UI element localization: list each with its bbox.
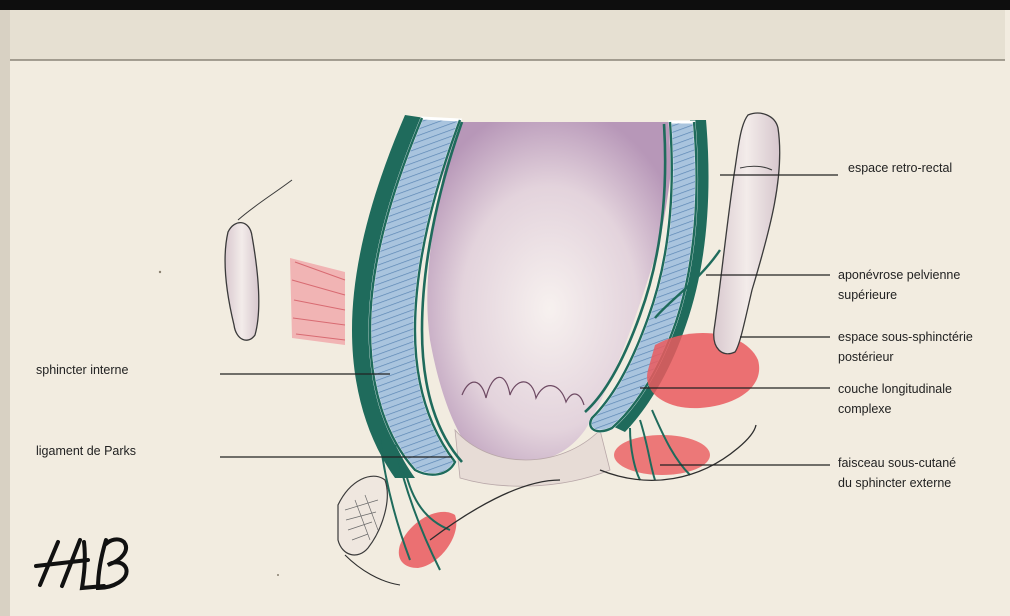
hlb-signature-mark <box>36 539 127 588</box>
left-bone-line <box>238 180 292 220</box>
posterior-subsphincteric-space <box>647 333 759 408</box>
label-espace-retro-rectal: espace retro-rectal <box>848 158 952 178</box>
label-couche-longitudinale: couche longitudinale complexe <box>838 379 952 419</box>
label-line: aponévrose pelvienne <box>838 265 960 285</box>
label-faisceau-sous-cutane: faisceau sous-cutané du sphincter extern… <box>838 453 956 493</box>
label-line: sphincter interne <box>36 360 128 380</box>
label-line: supérieure <box>838 285 960 305</box>
label-line: espace sous-sphinctérie <box>838 327 973 347</box>
label-line: espace retro-rectal <box>848 158 952 178</box>
subcutaneous-fascicle-left <box>399 512 457 568</box>
label-line: complexe <box>838 399 952 419</box>
label-line: couche longitudinale <box>838 379 952 399</box>
label-ligament-de-parks: ligament de Parks <box>36 441 136 461</box>
label-line: faisceau sous-cutané <box>838 453 956 473</box>
slide-left-shadow <box>0 10 10 616</box>
coccyx-bone <box>714 113 780 354</box>
label-line: du sphincter externe <box>838 473 956 493</box>
label-espace-sous-sphincterien: espace sous-sphinctérie postérieur <box>838 327 973 367</box>
dust-speck <box>277 574 279 576</box>
label-line: postérieur <box>838 347 973 367</box>
levator-fibres-left <box>290 258 345 345</box>
label-line: ligament de Parks <box>36 441 136 461</box>
left-bone <box>225 223 259 341</box>
skin-contour-bottom-left <box>345 555 400 585</box>
subcutaneous-fascicle-right <box>614 435 710 475</box>
dust-speck <box>159 271 161 273</box>
slide-top-edge <box>0 0 1010 10</box>
label-aponevrose-pelvienne: aponévrose pelvienne supérieure <box>838 265 960 305</box>
label-sphincter-interne: sphincter interne <box>36 360 128 380</box>
slide-top-band <box>10 10 1005 60</box>
